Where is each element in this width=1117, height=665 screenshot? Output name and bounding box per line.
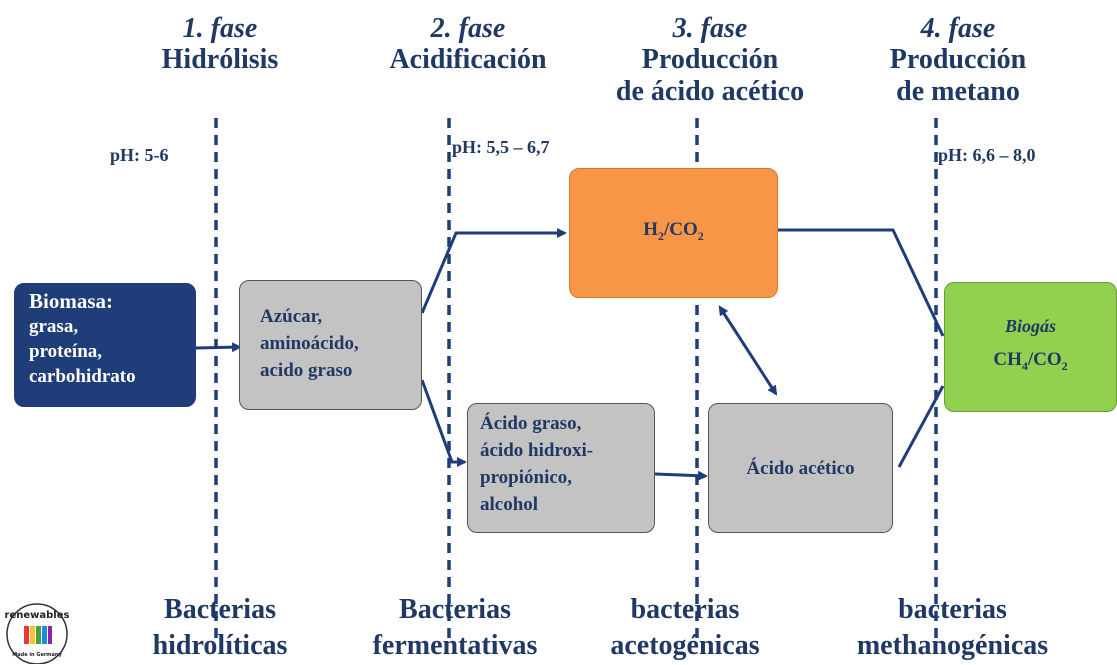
bacteria-3-line-2: acetogénicas — [610, 630, 760, 661]
ph-label-phase-1: pH: 5-6 — [110, 145, 169, 165]
renewables-logo: renewables Made in Germany — [4, 598, 70, 664]
bacteria-label-phase-3: bacterias acetogénicas — [585, 592, 785, 664]
bacteria-2-line-2: fermentativas — [372, 630, 538, 661]
ph-label-phase-2: pH: 5,5 – 6,7 — [452, 137, 550, 157]
phase-1-number: 1. fase — [182, 13, 258, 44]
phase-1-header: 1. fase Hidrólisis — [115, 14, 325, 76]
arrow-h2co2-biogas — [778, 228, 945, 337]
h2co2-label: H2/CO2 — [643, 219, 704, 243]
bacteria-4-line-1: bacterias — [898, 594, 1007, 625]
azucar-line-3: acido graso — [260, 360, 353, 381]
renewables-logo-mark: renewables Made in Germany — [5, 603, 70, 664]
biomasa-line-1: Biomasa: — [29, 289, 113, 313]
node-acido-acetico: Ácido acético — [708, 403, 893, 533]
bacteria-1-line-1: Bacterias — [164, 594, 276, 625]
bacteria-2-line-1: Bacterias — [399, 594, 511, 625]
phase-3-number: 3. fase — [672, 13, 748, 44]
phase-4-title-line-1: Producción — [889, 44, 1027, 75]
phase-2-number: 2. fase — [430, 13, 506, 44]
acido-graso-line-2: ácido hidroxi- — [480, 440, 594, 461]
svg-text:Made in Germany: Made in Germany — [12, 652, 62, 658]
biomasa-line-3: proteína, — [29, 341, 103, 362]
acido-graso-line-3: propiónico, — [480, 467, 573, 488]
phase-3-title-line-2: de ácido acético — [615, 76, 805, 107]
node-h2co2: H2/CO2 — [569, 168, 778, 298]
phase-3-title-line-1: Producción — [641, 44, 779, 75]
acido-graso-line-1: Ácido graso, — [480, 413, 582, 434]
phase-4-header: 4. fase Producción de metano — [858, 14, 1058, 108]
bacteria-label-phase-4: bacterias methanogénicas — [835, 592, 1070, 664]
bacteria-4-line-2: methanogénicas — [856, 630, 1049, 661]
biomasa-line-4: carbohidrato — [29, 366, 136, 387]
node-biomasa: Biomasa: grasa, proteína, carbohidrato — [14, 283, 196, 407]
acido-graso-line-4: alcohol — [480, 494, 539, 515]
bacteria-label-phase-1: Bacterias hidrolíticas — [120, 592, 320, 664]
arrow-azucar-acidograso — [420, 379, 467, 467]
bacteria-3-line-1: bacterias — [630, 594, 740, 625]
phase-2-title: Acidificación — [389, 44, 547, 75]
arrow-biomasa-azucar — [195, 342, 242, 353]
biogas-formula: CH4/CO2 — [993, 349, 1068, 373]
biomasa-line-2: grasa, — [29, 316, 79, 337]
bacteria-label-phase-2: Bacterias fermentativas — [350, 592, 560, 664]
phase-4-number: 4. fase — [920, 13, 996, 44]
phase-4-title-line-2: de metano — [896, 76, 1020, 107]
svg-text:renewables: renewables — [5, 610, 70, 621]
arrow-acetico-biogas — [897, 385, 945, 468]
acido-acetico-label: Ácido acético — [746, 457, 855, 479]
arrow-azucar-h2co2 — [420, 228, 567, 314]
azucar-line-1: Azúcar, — [260, 306, 323, 327]
azucar-line-2: aminoácido, — [260, 333, 359, 354]
node-acido-graso: Ácido graso, ácido hidroxi- propiónico, … — [467, 403, 655, 533]
phase-3-header: 3. fase Producción de ácido acético — [595, 14, 825, 108]
phase-1-title: Hidrólisis — [161, 44, 279, 75]
bacteria-1-line-2: hidrolíticas — [152, 630, 288, 661]
biogas-title: Biogás — [1004, 316, 1056, 336]
phase-2-header: 2. fase Acidificación — [368, 14, 568, 76]
node-biogas: Biogás CH4/CO2 — [944, 282, 1117, 412]
node-azucar: Azúcar, aminoácido, acido graso — [239, 280, 422, 410]
arrow-acidograso-acetico — [654, 470, 708, 481]
arrow-h2co2-acetico — [718, 305, 778, 396]
ph-label-phase-4: pH: 6,6 – 8,0 — [938, 145, 1036, 165]
